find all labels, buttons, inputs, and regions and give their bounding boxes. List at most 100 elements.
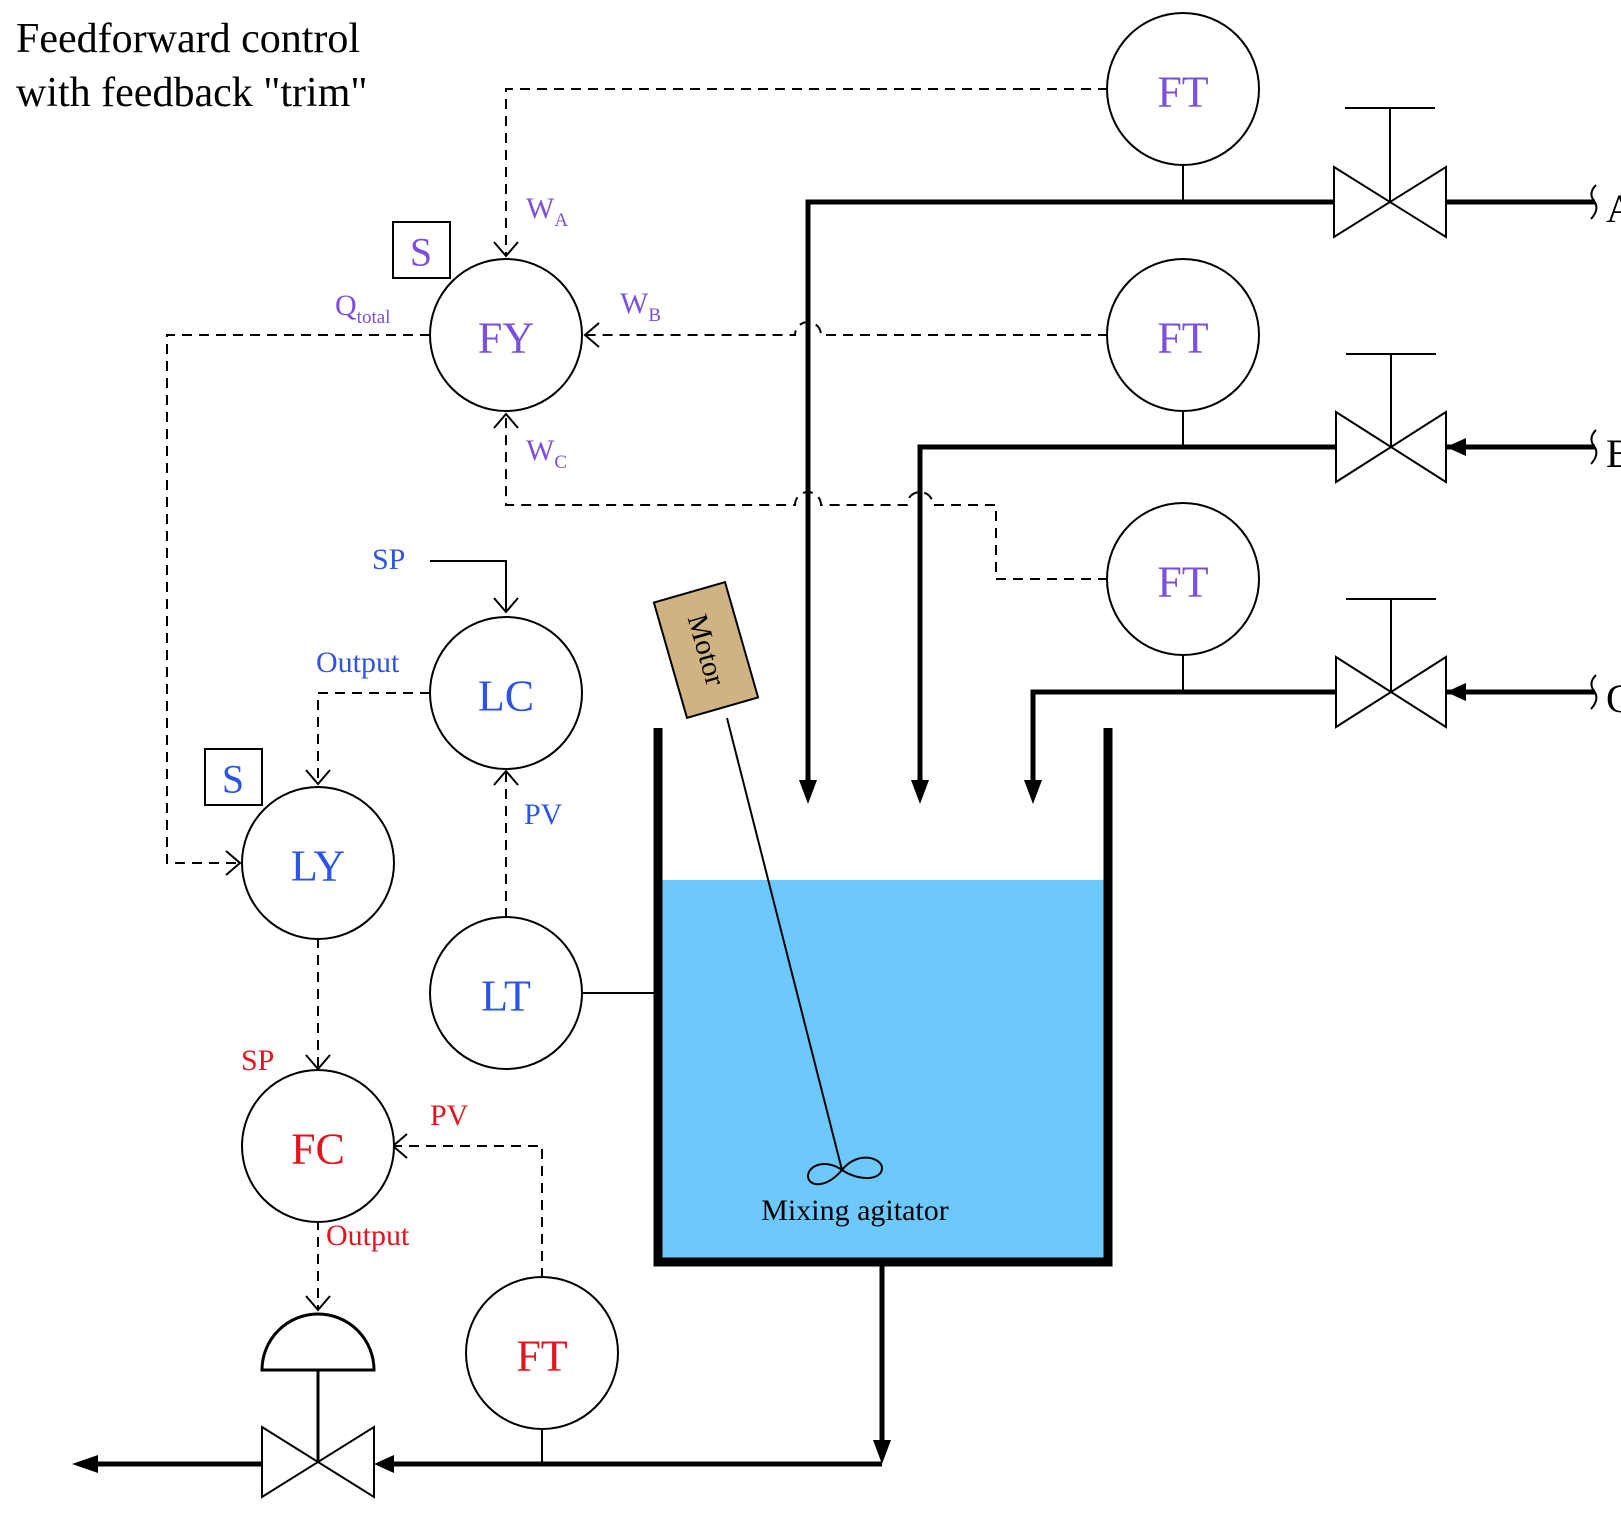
inlet-b-arrow xyxy=(1446,438,1466,456)
wa-label: WA xyxy=(526,192,568,231)
hand-valve-b[interactable] xyxy=(1335,353,1447,484)
ly-tag: LY xyxy=(291,842,345,891)
qtotal-label: Qtotal xyxy=(335,289,390,328)
inlet-b-pipe-to-tank xyxy=(917,444,1336,780)
ft-outlet[interactable]: FT xyxy=(465,1276,619,1430)
ly-function-box: S xyxy=(204,748,263,806)
ft-b-tag: FT xyxy=(1157,314,1208,363)
wb-label: WB xyxy=(620,287,661,326)
lt[interactable]: LT xyxy=(429,916,583,1070)
instrument-taps xyxy=(541,165,1184,1464)
hand-valve-c-stem-icon xyxy=(1346,598,1436,692)
ft-c-tag: FT xyxy=(1157,558,1208,607)
process-piping xyxy=(72,193,1595,1473)
inlet-a-label: A xyxy=(1606,186,1621,231)
wc-label: WC xyxy=(526,434,567,473)
inlet-b-break-icon xyxy=(1590,429,1598,465)
qtotal-arrowhead-icon xyxy=(225,850,242,876)
agitator-shaft xyxy=(726,717,843,1171)
fy-bubble xyxy=(429,258,583,412)
inlet-c-arrow xyxy=(1446,683,1466,701)
lc-sp-label: SP xyxy=(372,543,405,576)
title-line-2: with feedback "trim" xyxy=(16,70,368,116)
ft-b[interactable]: FT xyxy=(1106,258,1260,412)
fc-output-arrowhead-icon xyxy=(305,1295,331,1312)
mixing-agitator: Motor Mixing agitator xyxy=(652,580,949,1227)
wb-arrowhead-icon xyxy=(583,322,600,348)
agitator-impeller-icon xyxy=(806,1156,884,1186)
inlet-c-label: C xyxy=(1606,676,1621,721)
lc-output-label: Output xyxy=(316,646,400,679)
signal-lc-sp xyxy=(430,560,507,612)
motor-body xyxy=(652,580,760,720)
signal-fc-pv xyxy=(393,1145,543,1278)
signal-wa xyxy=(505,88,1108,256)
motor[interactable]: Motor xyxy=(652,580,760,720)
ft-outlet-tag: FT xyxy=(516,1332,567,1381)
hand-valve-c[interactable] xyxy=(1335,598,1447,729)
hand-valve-b-stem-icon xyxy=(1346,353,1436,447)
qtotal-sub: total xyxy=(357,307,391,328)
wa-sub: A xyxy=(554,210,568,231)
lt-bubble xyxy=(429,916,583,1070)
wc-main: W xyxy=(526,434,555,467)
lc-pv-arrowhead-icon xyxy=(493,769,519,786)
fy-function-label: S xyxy=(410,230,432,275)
fy[interactable]: FY xyxy=(429,258,583,412)
tank-outlet-arrow xyxy=(873,1440,891,1464)
outlet-valve-arrow xyxy=(374,1455,394,1473)
vessel-wall xyxy=(653,728,1113,1267)
outlet-control-valve[interactable] xyxy=(260,1312,376,1499)
fy-function-frame xyxy=(392,221,451,279)
ft-outlet-bubble xyxy=(465,1276,619,1430)
fc-sp-label: SP xyxy=(241,1044,274,1077)
lc-tag: LC xyxy=(478,672,534,721)
signal-lc-output xyxy=(317,692,430,784)
inlet-b-drop-arrow xyxy=(911,780,929,804)
inlet-c-drop-arrow xyxy=(1024,780,1042,804)
fy-function-box: S xyxy=(392,221,451,279)
ly-bubble xyxy=(241,786,395,940)
inlet-a-pipe-to-tank xyxy=(805,199,1334,780)
ft-a[interactable]: FT xyxy=(1106,12,1260,166)
control-valve-actuator-icon xyxy=(260,1312,376,1372)
hand-valve-a[interactable] xyxy=(1333,107,1447,239)
wa-main: W xyxy=(526,192,555,225)
inlet-break-marks xyxy=(1590,184,1598,710)
fc-tag: FC xyxy=(291,1125,345,1174)
ft-b-bubble xyxy=(1106,258,1260,412)
agitator-label: Mixing agitator xyxy=(761,1194,948,1227)
ly[interactable]: LY xyxy=(241,786,395,940)
signal-lines xyxy=(166,88,1108,1310)
wb-main: W xyxy=(620,287,649,320)
ft-c[interactable]: FT xyxy=(1106,502,1260,656)
fy-tag: FY xyxy=(478,314,534,363)
lc-output-arrowhead-icon xyxy=(305,769,331,786)
lc-bubble xyxy=(429,616,583,770)
lc[interactable]: LC xyxy=(429,616,583,770)
inlet-c-break-icon xyxy=(1590,674,1598,710)
lc-sp-arrowhead-icon xyxy=(493,597,519,614)
title-line-1: Feedforward control xyxy=(16,16,360,62)
fc-pv-label: PV xyxy=(430,1099,469,1132)
discharge-arrow xyxy=(72,1455,98,1473)
fc[interactable]: FC xyxy=(241,1069,395,1223)
inlet-b-label: B xyxy=(1606,431,1621,476)
ft-a-tag: FT xyxy=(1157,68,1208,117)
hand-valve-a-stem-icon xyxy=(1345,107,1435,202)
signal-wc xyxy=(505,414,1108,580)
qtotal-main: Q xyxy=(335,289,357,322)
wc-sub: C xyxy=(554,452,567,473)
vessel-liquid xyxy=(658,880,1108,1258)
ft-c-bubble xyxy=(1106,502,1260,656)
wc-arrowhead-icon xyxy=(493,412,519,429)
ft-a-bubble xyxy=(1106,12,1260,166)
ly-function-frame xyxy=(204,748,263,806)
mixing-vessel xyxy=(653,728,1113,1267)
wb-sub: B xyxy=(648,305,661,326)
diagram-title: Feedforward control with feedback "trim" xyxy=(16,16,368,116)
signal-wb xyxy=(585,321,1108,336)
inlet-c-pipe-to-tank xyxy=(1030,689,1336,780)
signal-qtotal xyxy=(166,334,430,864)
